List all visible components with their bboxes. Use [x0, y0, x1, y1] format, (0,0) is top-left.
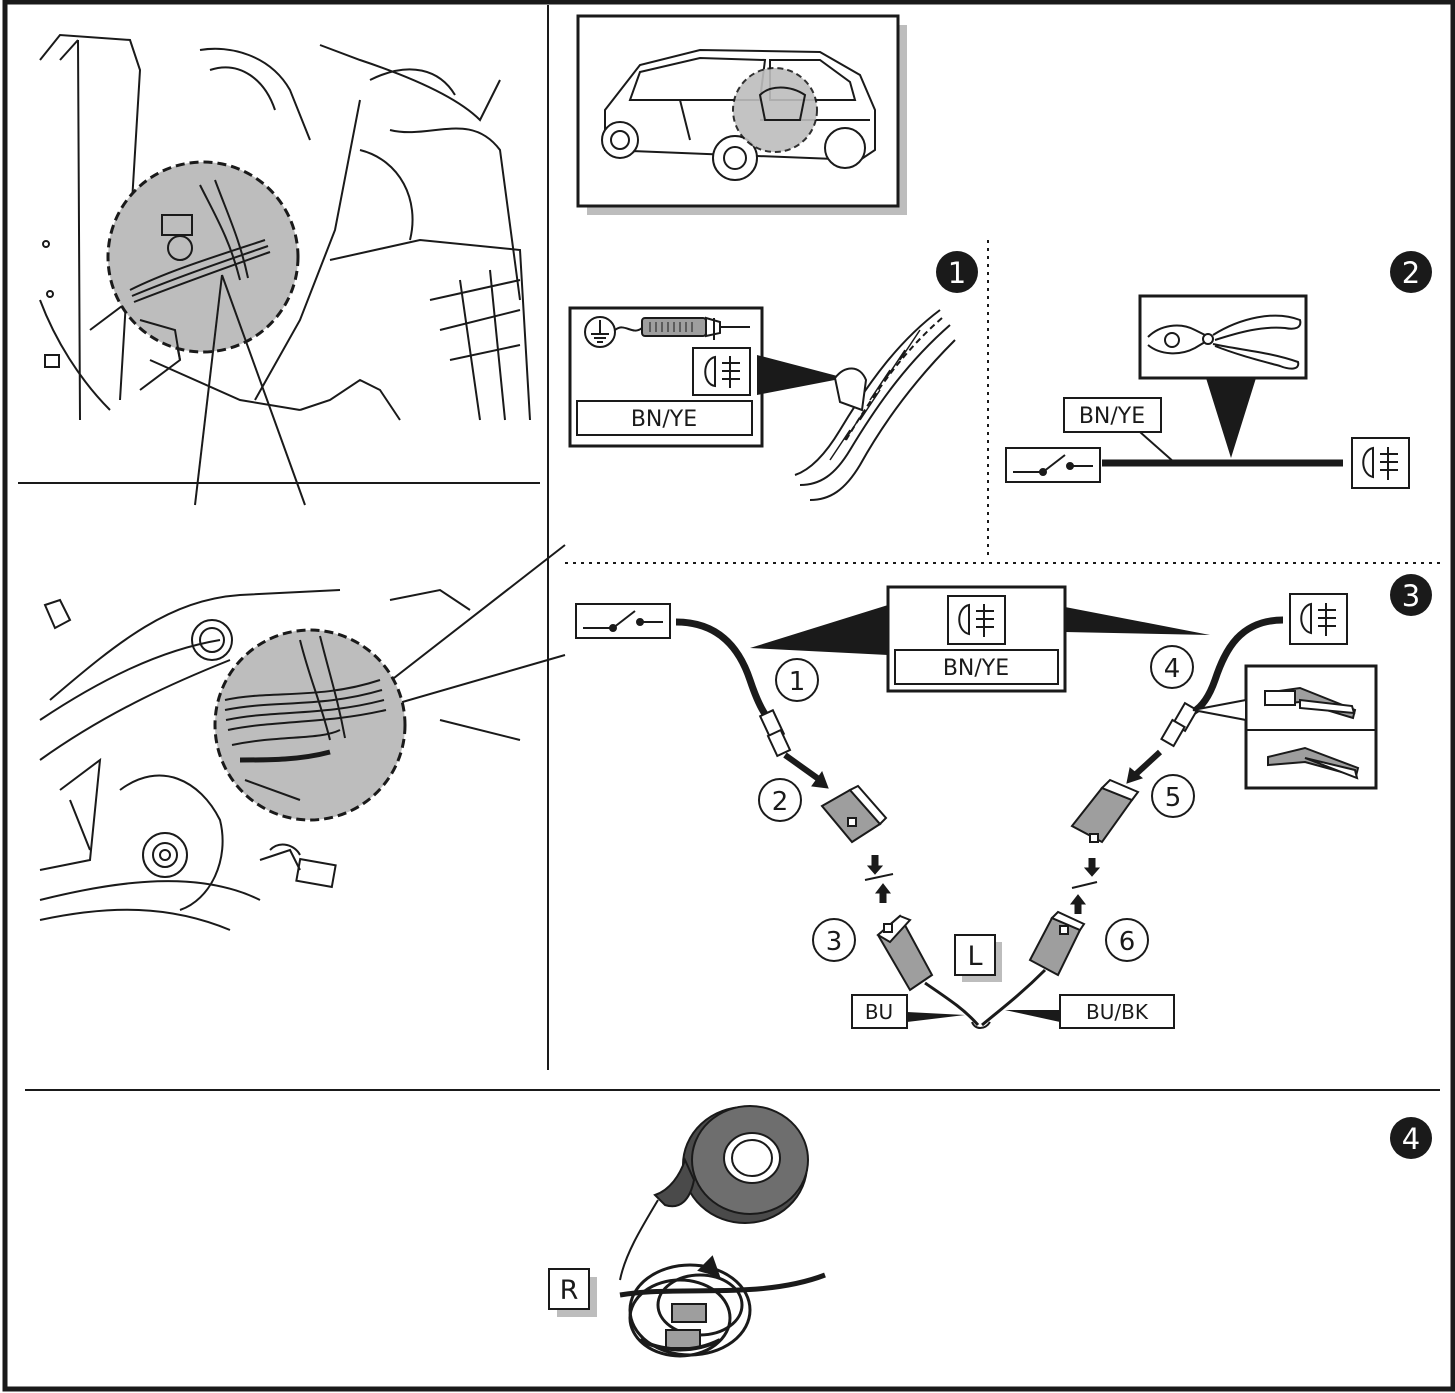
rear-fog-lamp-icon [958, 603, 994, 637]
test-lamp-icon [614, 316, 750, 340]
side-marker-right: R [560, 1275, 579, 1306]
step-badge-4: 4 [1390, 1117, 1432, 1159]
connector-housing-6 [1028, 910, 1086, 977]
zoom-circle-top [106, 160, 300, 354]
insulating-tape-icon [619, 1105, 809, 1281]
callout-number-6: 6 [1119, 927, 1136, 957]
top-wire-bundle [129, 179, 271, 361]
wrapped-connectors [619, 1255, 826, 1358]
wire-label-bn-ye-cut: BN/YE [1079, 404, 1145, 429]
callout-number-4: 4 [1164, 654, 1181, 684]
callout-1: 1 [775, 658, 819, 702]
zoom-circle-middle [213, 628, 407, 822]
step-number-2: 2 [1402, 256, 1420, 290]
wire-label-bn-ye: BN/YE [631, 407, 697, 432]
wire-lamp-side [1191, 616, 1284, 716]
step4-panel: R [548, 1105, 826, 1358]
wire-label-bu-bk: BU/BK [1086, 1000, 1149, 1024]
harness-detail-view [39, 588, 521, 931]
rear-fog-lamp-icon [1362, 446, 1398, 480]
vehicle-overview [576, 14, 907, 215]
connector-housing-2 [820, 784, 888, 844]
callout-number-2: 2 [772, 787, 789, 817]
step-number-1: 1 [948, 256, 966, 290]
wire-switch-side [675, 618, 778, 728]
step1-wire-strand [794, 309, 956, 501]
trunk-interior-view [39, 33, 531, 421]
step-badge-2: 2 [1390, 251, 1432, 293]
ground-icon [584, 316, 616, 348]
step1-panel: BN/YE [568, 306, 845, 448]
side-marker-left: L [967, 941, 982, 972]
step-number-3: 3 [1402, 579, 1420, 613]
middle-wire-bundle [224, 635, 387, 801]
step2-panel: BN/YE [1005, 294, 1410, 489]
callout-6: 6 [1105, 918, 1149, 962]
step-badge-3: 3 [1390, 574, 1432, 616]
step-number-4: 4 [1402, 1122, 1420, 1156]
rear-fog-lamp-icon [704, 355, 740, 388]
connector-housing-3 [876, 914, 934, 992]
callout-number-1: 1 [789, 667, 806, 697]
callout-2: 2 [758, 778, 802, 822]
side-cutter-icon [1147, 314, 1302, 370]
crimping-pliers-icon [1264, 686, 1360, 780]
connector-housing-5 [1070, 778, 1140, 844]
callout-wedge [757, 355, 845, 395]
cut-pointer [1206, 378, 1256, 458]
insert-arrows [783, 749, 1163, 914]
step-badge-1: 1 [936, 251, 978, 293]
rear-fog-lamp-icon-box [692, 347, 751, 396]
switch-icon [583, 610, 663, 632]
callout-5: 5 [1151, 774, 1195, 818]
callout-3: 3 [812, 918, 856, 962]
terminal-left [758, 708, 792, 758]
switch-icon [1013, 454, 1093, 476]
callout-number-5: 5 [1165, 783, 1182, 813]
wire-label-bu: BU [865, 1000, 893, 1024]
callout-wedge-left [750, 605, 888, 655]
step3-panel: BN/YE [575, 585, 1378, 1029]
callout-4: 4 [1150, 645, 1194, 689]
terminal-right [1160, 701, 1199, 748]
wire-label-bn-ye-splice: BN/YE [943, 656, 1009, 681]
callout-number-3: 3 [826, 927, 843, 957]
callout-wedge-right [1065, 607, 1210, 635]
rear-fog-lamp-icon [1300, 602, 1336, 636]
